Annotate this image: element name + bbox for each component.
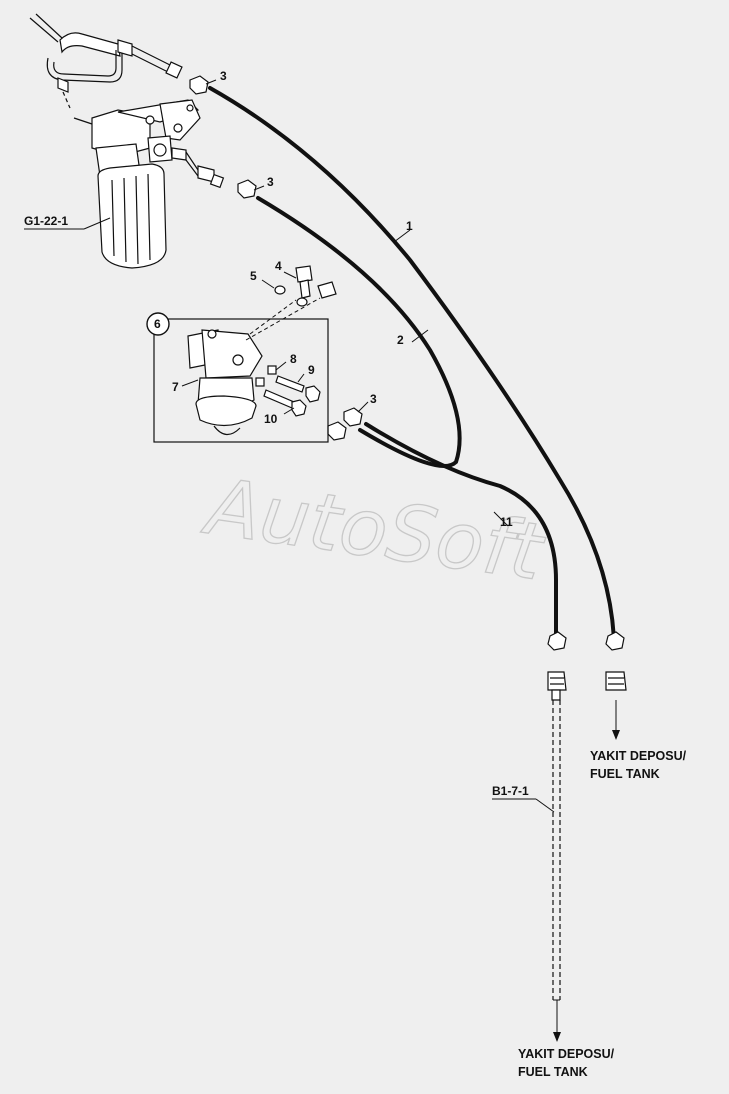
callout-1: 1 (406, 219, 413, 233)
filter-reference: G1-22-1 (24, 214, 68, 228)
callout-8: 8 (290, 352, 297, 366)
callout-2: 2 (397, 333, 404, 347)
callout-3-middle: 3 (267, 175, 274, 189)
line-reference: B1-7-1 (492, 784, 529, 798)
fitting-hose-11-end (547, 631, 567, 701)
callout-5: 5 (250, 269, 257, 283)
top-pipe-assembly (29, 13, 183, 109)
destination-right-line-2: FUEL TANK (590, 767, 660, 781)
callout-7: 7 (172, 380, 179, 394)
callout-9: 9 (308, 363, 315, 377)
fitting-hose-1-end (605, 631, 627, 691)
callout-3-lower: 3 (370, 392, 377, 406)
callout-4: 4 (275, 259, 282, 273)
hose-2 (256, 196, 462, 468)
watermark: AutoSoft (197, 462, 550, 599)
fuel-filter-assembly (73, 99, 225, 269)
dashed-line-b1-7-1 (552, 700, 561, 1042)
hose-1 (208, 86, 616, 642)
destination-right-line-1: YAKIT DEPOSU/ (590, 749, 687, 763)
nut-3-upper (189, 75, 209, 95)
item-6-circle (146, 312, 170, 336)
bolt-4 (295, 265, 313, 299)
destination-bottom-line-2: FUEL TANK (518, 1065, 588, 1079)
destination-bottom-line-1: YAKIT DEPOSU/ (518, 1047, 615, 1061)
water-separator-7 (187, 329, 263, 436)
arrow-down-icon (612, 730, 620, 740)
nut-3-lower (327, 407, 363, 441)
fittings-8-9-10 (255, 365, 321, 417)
callout-11: 11 (500, 515, 513, 529)
nut-3-middle (237, 179, 257, 199)
inset-box (153, 318, 329, 443)
hose-11 (364, 422, 558, 642)
arrow-down-icon (553, 1032, 561, 1042)
washer-5 (274, 285, 286, 295)
bolt-extra (296, 281, 337, 307)
callout-3-upper: 3 (220, 69, 227, 83)
callout-10: 10 (264, 412, 278, 426)
callout-6: 6 (154, 317, 161, 331)
